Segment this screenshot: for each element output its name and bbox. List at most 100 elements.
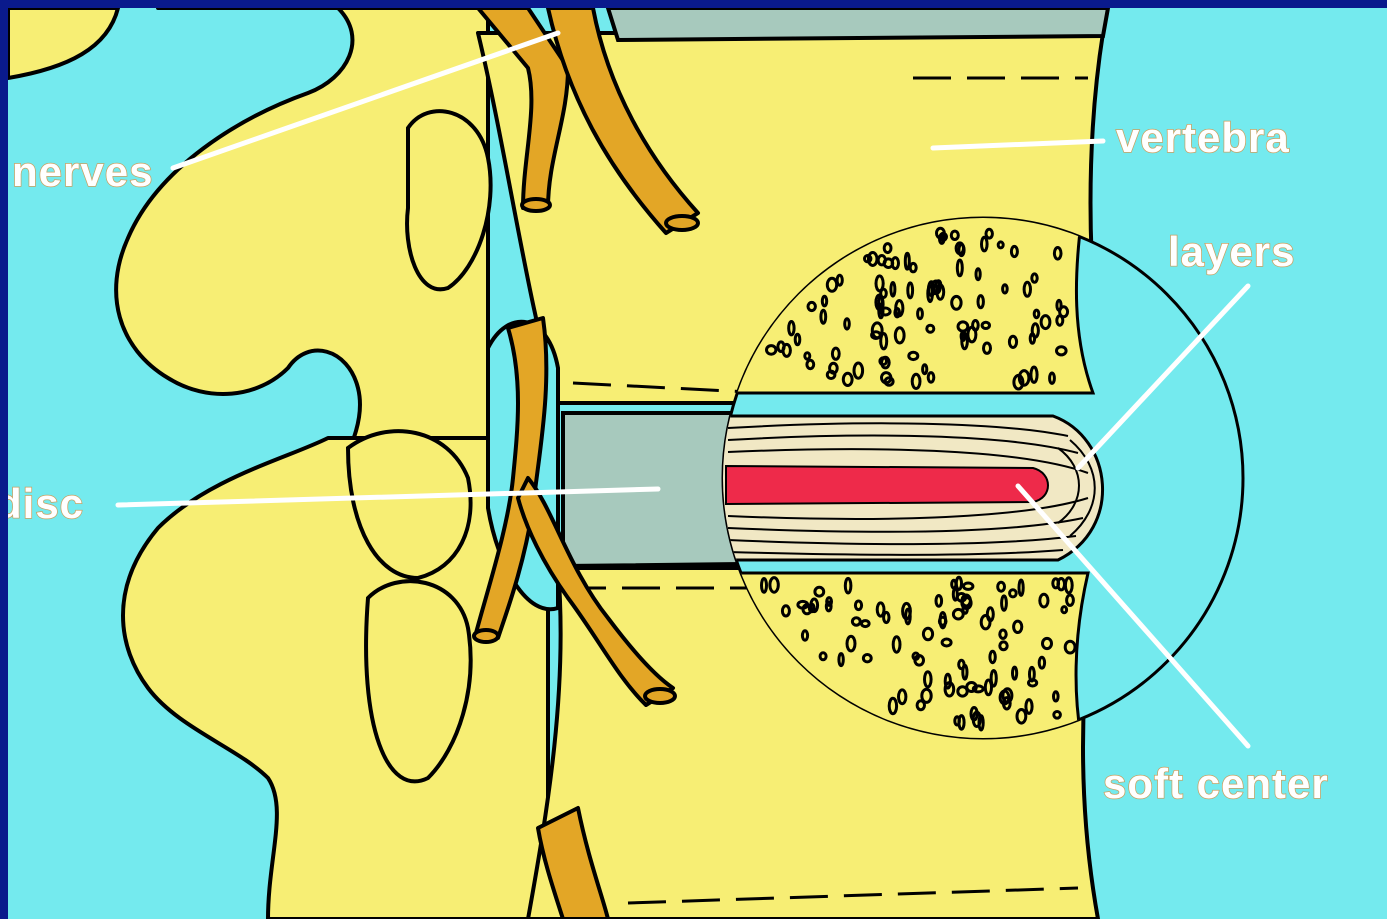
bone-pore	[861, 653, 873, 664]
bone-pore	[852, 361, 865, 380]
bone-pore	[891, 635, 902, 654]
bone-pore	[915, 699, 926, 712]
bone-pore	[920, 687, 933, 704]
bone-pore	[806, 300, 817, 313]
bone-pore	[860, 619, 871, 629]
bone-pore	[937, 615, 948, 627]
bone-pore	[980, 320, 991, 330]
bone-pore	[1065, 593, 1075, 607]
bone-pore	[805, 358, 816, 371]
bone-pore	[1022, 280, 1032, 298]
bone-pore	[837, 652, 845, 668]
label-layers: layers	[1168, 228, 1295, 275]
bone-pore	[841, 371, 854, 387]
bone-pore	[824, 600, 833, 613]
bone-pore	[940, 637, 953, 648]
bone-pore	[882, 242, 893, 255]
bone-pore	[1037, 655, 1047, 670]
bone-pore	[951, 586, 959, 602]
bone-pore	[1029, 365, 1039, 384]
bone-pore	[1063, 639, 1077, 655]
bone-pore	[1001, 283, 1009, 295]
bone-pore	[971, 319, 980, 332]
bone-pore	[893, 326, 906, 345]
bone-pore	[1058, 305, 1070, 319]
bone-pore	[800, 629, 810, 642]
bone-pore	[866, 251, 879, 267]
bone-pore	[874, 274, 885, 293]
bone-pore	[921, 626, 935, 642]
bone-pore	[1052, 690, 1060, 703]
bone-pore	[960, 593, 972, 608]
bone-pore	[1017, 578, 1025, 597]
top-left-stub	[8, 8, 120, 80]
bone-pore	[901, 601, 912, 621]
bone-pore	[1000, 594, 1008, 612]
bone-pore	[1032, 308, 1041, 320]
bone-pore	[935, 283, 946, 301]
bone-pore	[1060, 605, 1069, 615]
upper-disc	[605, 8, 1111, 43]
bone-pore	[943, 672, 952, 690]
bone-pore	[1012, 373, 1025, 391]
bone-pore	[989, 669, 998, 688]
bone-pore	[926, 371, 936, 384]
bone-pore	[957, 658, 966, 671]
bone-pore	[1055, 345, 1068, 357]
bone-pore	[957, 242, 966, 258]
bone-pore	[1055, 298, 1063, 312]
upper-process	[114, 8, 490, 500]
bone-pore	[1017, 369, 1031, 387]
bone-pore	[923, 670, 933, 689]
bone-pore	[971, 710, 982, 728]
bone-pore	[926, 284, 934, 304]
bone-pore	[894, 299, 905, 318]
label-pointers	[115, 30, 1251, 749]
facet-joints	[345, 109, 493, 784]
bone-pore	[879, 306, 892, 317]
bone-pore	[998, 628, 1008, 640]
bone-pore	[1007, 334, 1019, 349]
bone-pore	[1008, 588, 1018, 599]
bone-pore	[819, 308, 828, 325]
bone-pore	[897, 688, 908, 706]
bone-pore	[830, 346, 841, 361]
bone-pore	[845, 634, 857, 653]
spine-diagram: nerves vertebra layers disc soft center	[8, 8, 1387, 919]
bone-pore	[943, 681, 956, 698]
bone-pore	[1028, 665, 1036, 683]
bone-pores	[760, 226, 1077, 732]
bone-pore	[907, 350, 920, 362]
bone-pore	[793, 332, 802, 347]
bone-pore	[971, 684, 985, 694]
bone-pore	[1041, 636, 1053, 651]
bone-pore	[925, 323, 936, 334]
bone-pore	[935, 226, 946, 240]
bone-pore	[906, 281, 915, 300]
bone-pore	[950, 294, 963, 311]
bone-pore	[870, 330, 882, 341]
bone-pore	[1055, 314, 1065, 327]
bone-pore	[820, 294, 829, 308]
bone-pore	[1015, 708, 1028, 725]
bone-pore	[875, 601, 886, 618]
label-vertebra: vertebra	[1116, 114, 1290, 161]
bone-pore	[825, 369, 837, 380]
bone-pore	[813, 585, 826, 598]
bone-pore	[882, 257, 895, 269]
bone-pore	[878, 356, 889, 367]
nucleus-soft-center	[725, 464, 1049, 506]
bone-pore	[976, 294, 985, 310]
bone-pore	[879, 332, 889, 351]
label-soft-center: soft center	[1103, 760, 1329, 807]
bone-pore	[889, 281, 897, 298]
bone-pore	[768, 576, 780, 594]
bone-pore	[951, 607, 965, 621]
bone-pore	[1052, 246, 1063, 261]
bone-pore	[882, 610, 891, 625]
bone-pore	[843, 576, 853, 595]
label-nerves: nerves	[12, 148, 153, 195]
bone-pore	[1038, 592, 1050, 609]
bone-pore	[796, 599, 810, 610]
